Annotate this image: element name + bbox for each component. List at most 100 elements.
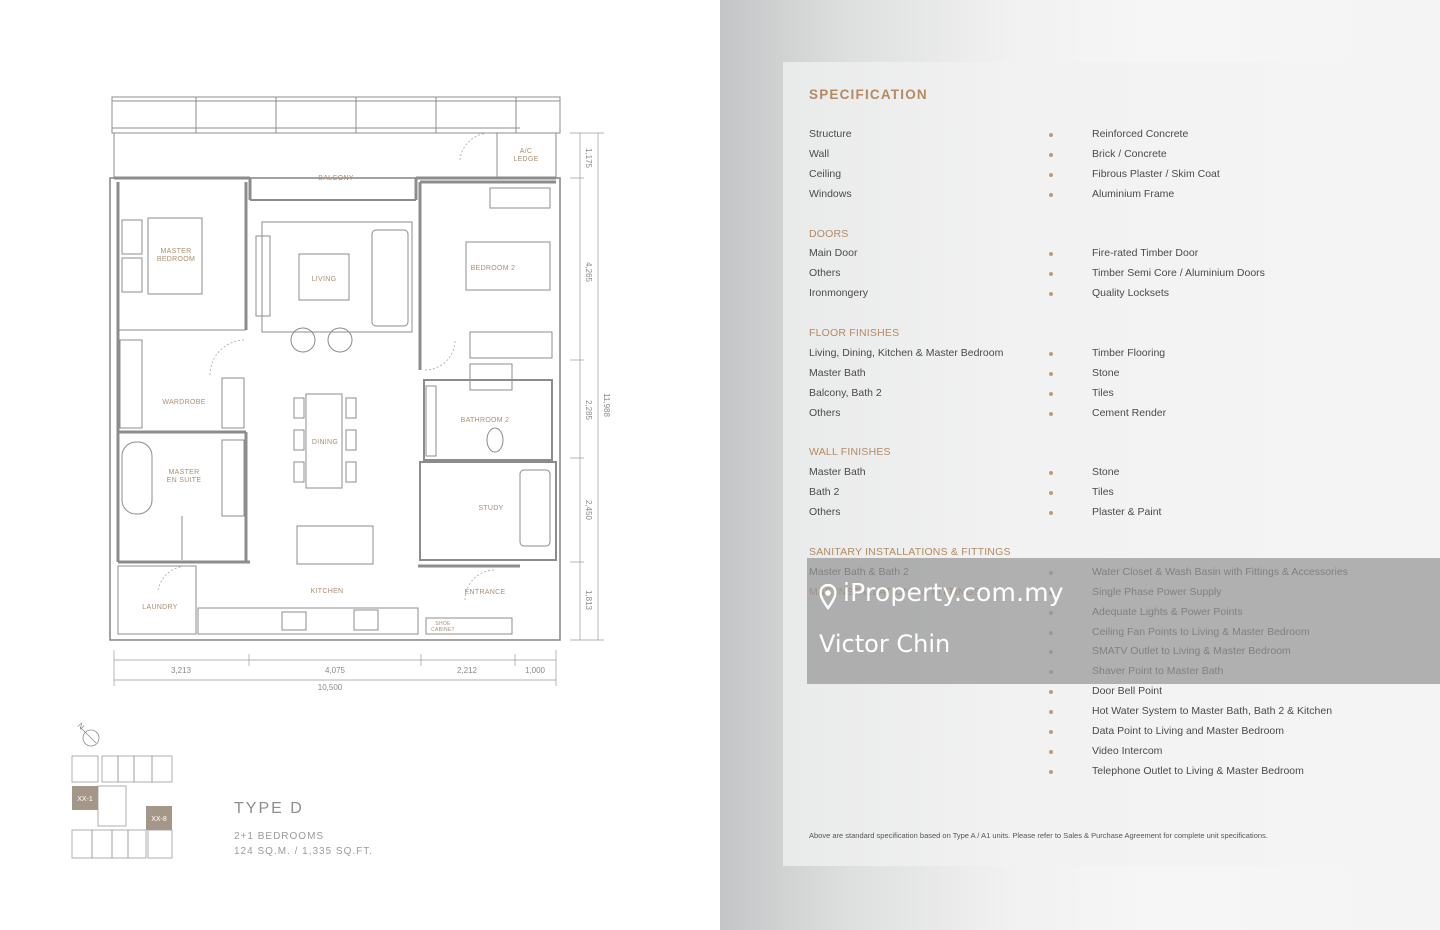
spec-row-label: Wall <box>809 147 830 160</box>
key-plan-unit-xx-1 <box>72 786 98 810</box>
spec-row-value: Cement Render <box>1092 406 1167 419</box>
dim-right-3: 2,285 <box>584 400 593 421</box>
room-label-ac-ledge: A/C <box>520 148 533 155</box>
bullet-icon <box>1049 749 1053 754</box>
spec-footnote: Above are standard specification based o… <box>809 831 1268 840</box>
spec-row-label: Ceiling <box>809 167 842 180</box>
spec-section-doors: DOORS <box>809 227 849 240</box>
bullet-icon <box>1049 172 1053 177</box>
room-label-living: LIVING <box>312 276 337 283</box>
room-label-wardrobe: WARDROBE <box>162 399 205 406</box>
room-label-master-ensuite-2: EN SUITE <box>167 477 202 484</box>
spec-row: Main Door Fire-rated Timber Door <box>809 247 1369 263</box>
dim-bottom-total: 10,500 <box>318 683 343 692</box>
spec-row-label: Others <box>809 267 841 280</box>
spec-row-label: Ironmongery <box>809 287 868 300</box>
spec-row-value: Reinforced Concrete <box>1092 128 1189 140</box>
dim-right-2: 4,265 <box>584 262 593 283</box>
spec-row-value: Door Bell Point <box>1092 685 1163 698</box>
bullet-icon <box>1049 491 1053 496</box>
room-label-study: STUDY <box>478 505 503 512</box>
bullet-icon <box>1049 351 1053 356</box>
key-plan-label-xx-1: XX-1 <box>77 796 93 803</box>
specification-panel <box>783 62 1377 866</box>
location-pin-icon <box>819 584 837 610</box>
spec-row-label: Balcony, Bath 2 <box>809 386 882 399</box>
room-label-master-ensuite: MASTER <box>169 469 200 476</box>
spec-row-value: Plaster & Paint <box>1092 506 1162 519</box>
bullet-icon <box>1049 152 1053 157</box>
room-label-master-bedroom-2: BEDROOM <box>157 256 195 263</box>
spec-row-label: Windows <box>809 187 852 200</box>
room-label-dining: DINING <box>312 439 338 446</box>
spec-row-value: Tiles <box>1092 386 1114 399</box>
spec-row-value: Aluminium Frame <box>1092 187 1175 200</box>
floor-plan-page: BALCONY A/C LEDGE MASTER BEDROOM LIVING … <box>71 96 611 859</box>
spec-row: Bath 2 Tiles <box>809 486 1369 502</box>
spec-row-value: Telephone Outlet to Living & Master Bedr… <box>1092 764 1304 777</box>
spec-row: Structure Reinforced Concrete <box>809 128 1369 144</box>
spec-row-label: Structure <box>809 128 852 140</box>
room-label-bathroom-2: BATHROOM 2 <box>461 417 510 424</box>
spec-row-value: Brick / Concrete <box>1092 147 1167 160</box>
spec-section-wall-finishes: WALL FINISHES <box>809 446 891 459</box>
room-label-shoe-cabinet-2: CABINET <box>431 627 455 633</box>
dim-bottom-3: 2,212 <box>457 666 478 675</box>
unit-bedrooms: 2+1 BEDROOMS <box>234 831 325 842</box>
bullet-icon <box>1049 730 1053 734</box>
key-plan-unit-xx-8 <box>146 806 172 830</box>
spec-row-value: Timber Semi Core / Aluminium Doors <box>1092 267 1265 280</box>
room-label-master-bedroom: MASTER <box>161 248 192 255</box>
spec-row-label: Bath 2 <box>809 486 840 499</box>
watermark-agent-name: Victor Chin <box>819 630 951 658</box>
spec-row: Living, Dining, Kitchen & Master Bedroom… <box>809 347 1369 363</box>
spec-row: Master Bath Stone <box>809 466 1369 482</box>
bullet-icon <box>1049 411 1053 416</box>
bullet-icon <box>1049 391 1053 396</box>
room-label-kitchen: KITCHEN <box>311 588 344 595</box>
floor-plan: BALCONY A/C LEDGE MASTER BEDROOM LIVING … <box>71 96 611 859</box>
unit-area: 124 SQ.M. / 1,335 SQ.FT. <box>234 846 374 857</box>
bullet-icon <box>1049 272 1053 277</box>
dim-bottom-2: 4,075 <box>325 666 346 675</box>
spec-row-value: Quality Locksets <box>1092 287 1170 300</box>
compass-north-label: N <box>76 721 87 732</box>
spec-row: Windows Aluminium Frame <box>809 188 1369 204</box>
dim-right-5: 1,813 <box>584 590 593 611</box>
room-label-balcony: BALCONY <box>318 175 354 182</box>
spec-row-label: Living, Dining, Kitchen & Master Bedroom <box>809 346 1004 359</box>
spec-row-label: Main Door <box>809 247 858 260</box>
spec-row: Video Intercom <box>809 745 1369 761</box>
key-plan <box>71 755 173 859</box>
spec-row-value: Tiles <box>1092 486 1114 499</box>
watermark-overlay: iProperty.com.my Victor Chin <box>807 558 1440 684</box>
spec-row: Telephone Outlet to Living & Master Bedr… <box>809 765 1369 781</box>
bullet-icon <box>1049 252 1053 257</box>
spec-row: Ceiling Fibrous Plaster / Skim Coat <box>809 168 1369 184</box>
bullet-icon <box>1049 133 1053 137</box>
spec-row: Others Cement Render <box>809 407 1369 423</box>
room-label-laundry: LAUNDRY <box>142 604 177 611</box>
dim-bottom-4: 1,000 <box>525 666 546 675</box>
dim-right-1: 1,175 <box>584 148 593 169</box>
spec-row-label: Master Bath <box>809 466 866 479</box>
spec-row-value: Stone <box>1092 466 1120 479</box>
spec-row-label: Master Bath <box>809 366 866 379</box>
spec-row-value: Fire-rated Timber Door <box>1092 247 1199 260</box>
spec-row: Ironmongery Quality Locksets <box>809 287 1369 303</box>
room-label-bedroom-2: BEDROOM 2 <box>471 265 516 272</box>
spec-row: Balcony, Bath 2 Tiles <box>809 387 1369 403</box>
dim-bottom-1: 3,213 <box>171 666 192 675</box>
spec-row-value: Hot Water System to Master Bath, Bath 2 … <box>1092 705 1333 718</box>
spec-row-label: Others <box>809 406 841 419</box>
spec-row-value: Video Intercom <box>1092 744 1163 757</box>
spec-row: Data Point to Living and Master Bedroom <box>809 725 1369 741</box>
compass-icon: N <box>76 721 100 747</box>
room-label-ac-ledge-2: LEDGE <box>513 156 538 163</box>
spec-row-value: Fibrous Plaster / Skim Coat <box>1092 167 1220 180</box>
unit-type-title: TYPE D <box>234 800 304 817</box>
watermark-logo: iProperty.com.my <box>843 578 1064 607</box>
bullet-icon <box>1049 710 1053 715</box>
